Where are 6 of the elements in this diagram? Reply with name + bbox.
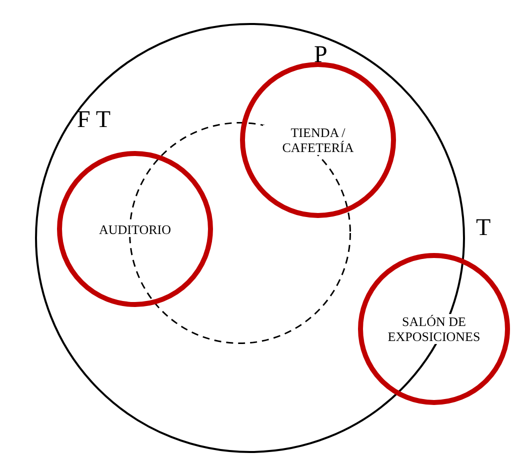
circle [57, 151, 213, 307]
circle [240, 62, 396, 218]
annotation-letters: T [476, 215, 491, 242]
circle [358, 253, 510, 405]
annotation-letters: P [314, 42, 328, 69]
annotation-letters: F T [77, 107, 111, 134]
